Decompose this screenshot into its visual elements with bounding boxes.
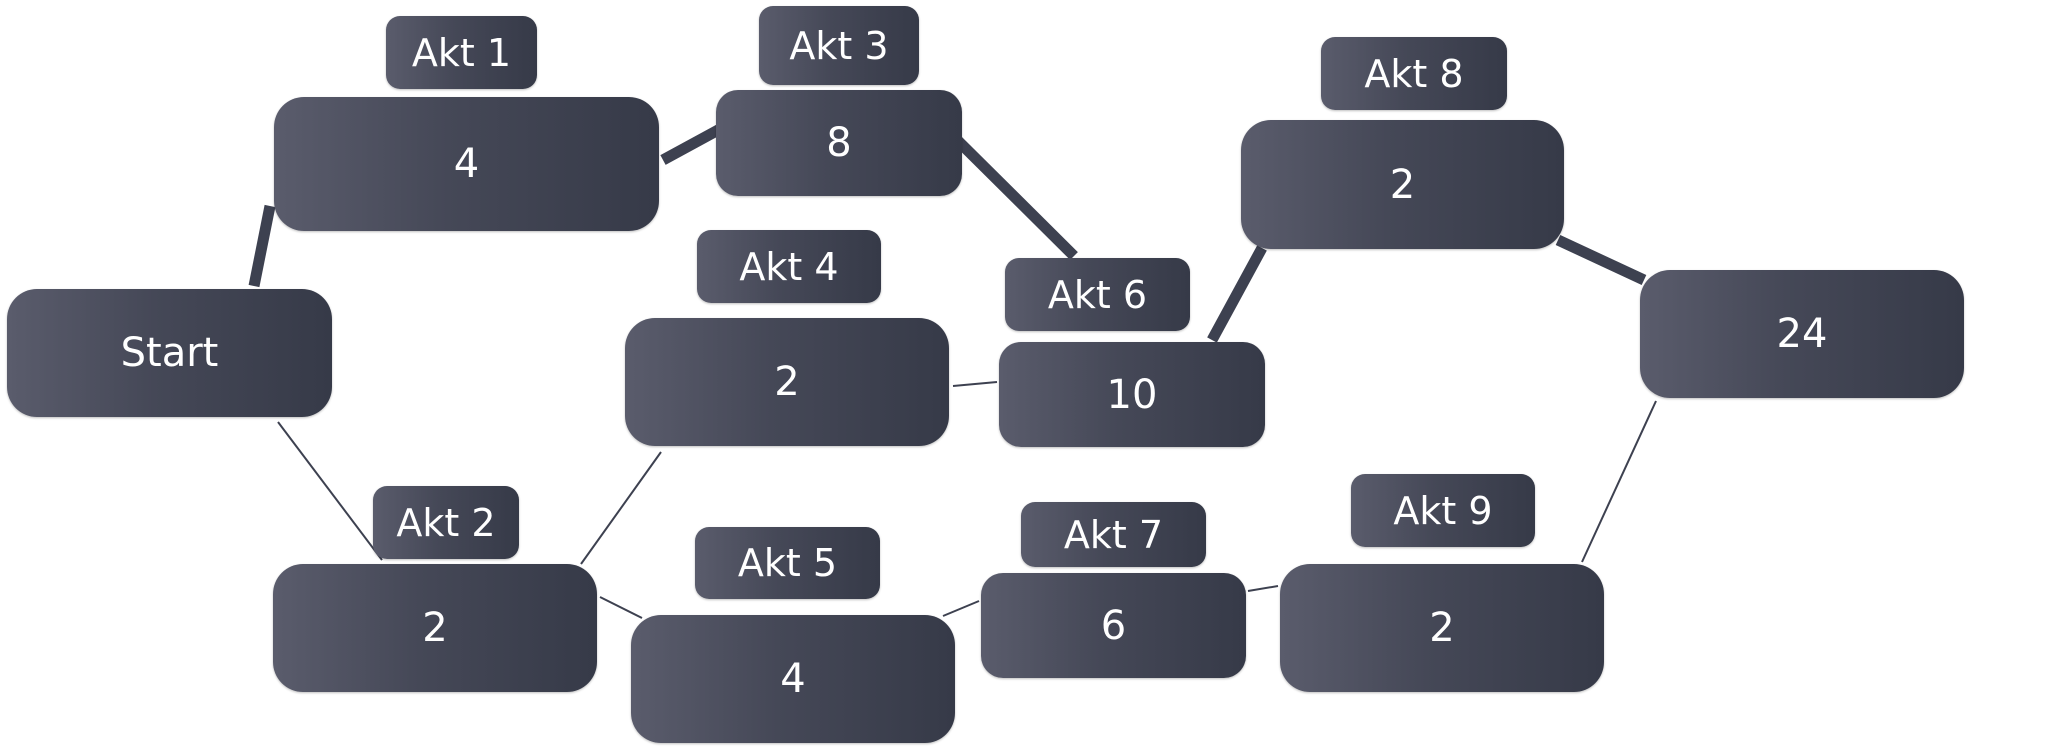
node-akt-6-duration: 10 [999, 342, 1265, 447]
tag-akt-7-label: Akt 7 [1063, 512, 1164, 557]
node-akt-3-duration: 8 [716, 90, 962, 196]
tag-akt-1-label: Akt 1 [411, 30, 512, 75]
connector-start-n2 [277, 421, 383, 561]
tag-akt-6-label: Akt 6 [1047, 272, 1148, 317]
node-akt-7-duration: 6 [981, 573, 1246, 678]
tag-akt-3: Akt 3 [759, 6, 919, 85]
tag-akt-1: Akt 1 [386, 16, 537, 89]
node-akt-9-value: 2 [1429, 605, 1455, 651]
connector-n6-n8 [1207, 245, 1267, 343]
connector-n2-n5 [599, 596, 643, 619]
tag-akt-4: Akt 4 [697, 230, 881, 303]
tag-akt-5-label: Akt 5 [737, 541, 838, 585]
tag-akt-8-label: Akt 8 [1364, 51, 1464, 96]
node-akt-9-duration: 2 [1280, 564, 1604, 692]
connector-n3-n6 [936, 119, 1078, 260]
connector-n9-end [1581, 400, 1657, 563]
connector-n7-n9 [1247, 585, 1279, 592]
node-end-total: 24 [1640, 270, 1964, 398]
tag-akt-2: Akt 2 [373, 486, 519, 559]
tag-akt-2-label: Akt 2 [396, 500, 496, 545]
tag-akt-9-label: Akt 9 [1393, 488, 1493, 533]
node-akt-8-value: 2 [1389, 161, 1416, 208]
connector-n4-n6 [952, 381, 998, 387]
tag-akt-5: Akt 5 [695, 527, 880, 599]
tag-akt-9: Akt 9 [1351, 474, 1535, 547]
node-start: Start [7, 289, 332, 417]
tag-akt-3-label: Akt 3 [789, 23, 889, 68]
tag-akt-4-label: Akt 4 [739, 244, 839, 289]
node-akt-5-duration: 4 [631, 615, 955, 743]
node-akt-2-value: 2 [422, 605, 448, 651]
node-akt-2-duration: 2 [273, 564, 597, 692]
tag-akt-6: Akt 6 [1005, 258, 1190, 331]
tag-akt-8: Akt 8 [1321, 37, 1507, 110]
node-end-value: 24 [1776, 311, 1828, 357]
connector-n5-n7 [942, 600, 980, 617]
node-akt-6-value: 10 [1106, 371, 1158, 418]
node-akt-5-value: 4 [780, 656, 806, 702]
node-akt-8-duration: 2 [1241, 120, 1564, 249]
node-akt-1-value: 4 [453, 141, 480, 187]
connector-n2-n4 [580, 451, 662, 565]
connector-n8-end [1555, 235, 1647, 285]
node-akt-7-value: 6 [1100, 602, 1127, 649]
connector-start-n1 [248, 204, 276, 288]
tag-akt-7: Akt 7 [1021, 502, 1206, 567]
node-akt-4-duration: 2 [625, 318, 949, 446]
node-akt-3-value: 8 [826, 120, 852, 166]
node-akt-4-value: 2 [774, 359, 800, 405]
node-akt-1-duration: 4 [274, 97, 659, 231]
node-start-label: Start [120, 330, 219, 376]
